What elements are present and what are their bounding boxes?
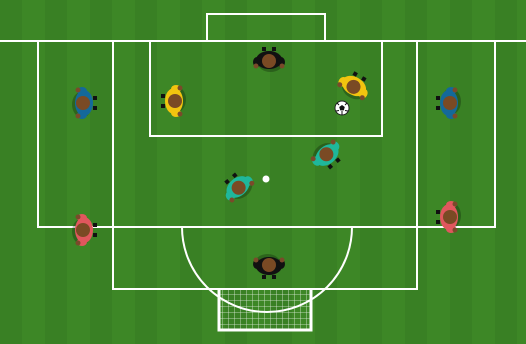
player-head	[443, 96, 457, 110]
player-head	[76, 223, 90, 237]
player-head	[262, 258, 276, 272]
player-head	[76, 96, 90, 110]
goal-net	[219, 289, 311, 330]
player-head	[168, 94, 182, 108]
player-head	[262, 54, 276, 68]
player-head	[443, 210, 457, 224]
center-spot	[263, 176, 270, 183]
soccer-ball[interactable]	[335, 101, 349, 115]
